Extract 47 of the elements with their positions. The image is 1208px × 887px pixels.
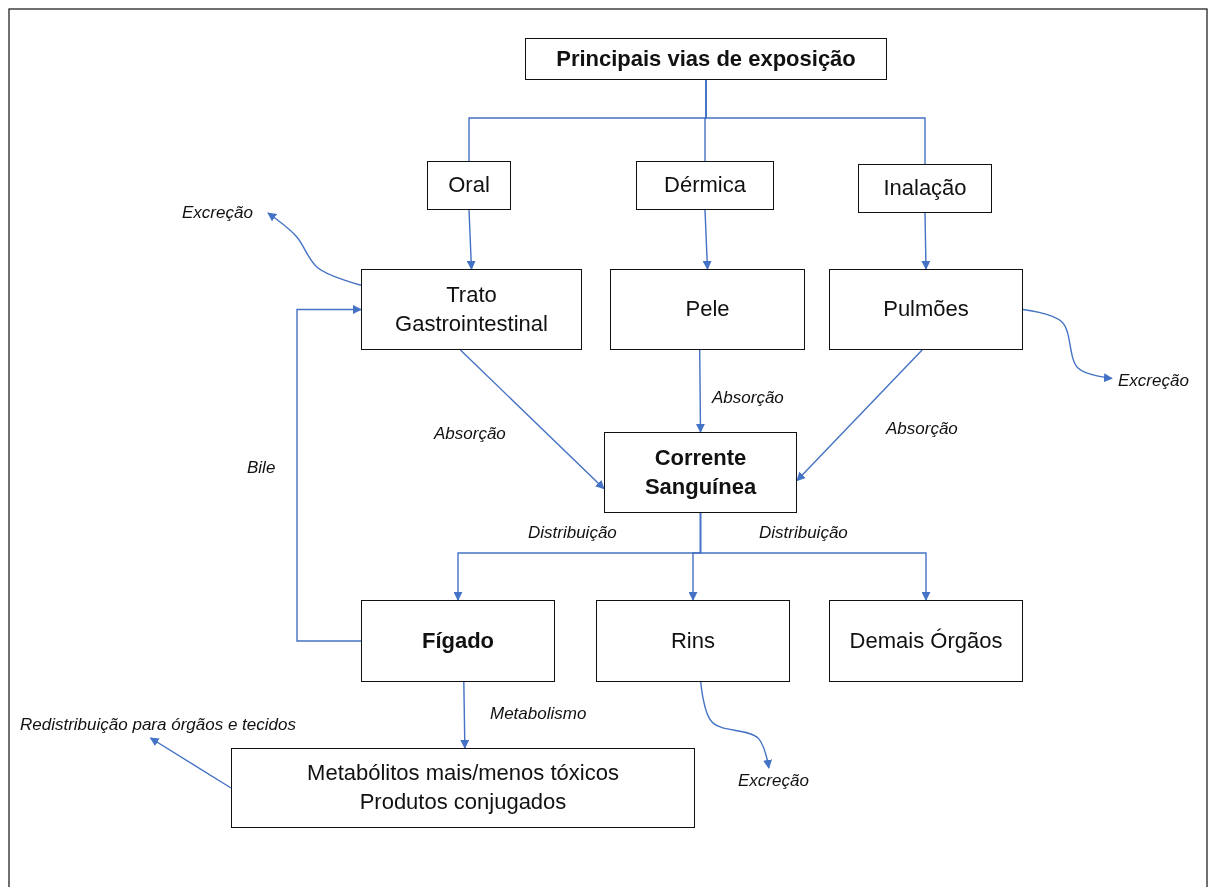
annotation-text: Excreção <box>737 771 810 791</box>
arrow <box>1022 308 1113 383</box>
process-box <box>604 432 797 513</box>
arrow <box>466 209 476 270</box>
arrow <box>296 305 362 642</box>
annotation-text: Excreção <box>1117 371 1190 391</box>
arrow <box>702 209 712 270</box>
arrow <box>921 212 931 270</box>
arrow <box>695 349 705 433</box>
box-text: Principais vias de exposição <box>555 44 857 73</box>
process-box <box>231 748 695 828</box>
process-box <box>829 269 1023 350</box>
arrow <box>459 349 605 490</box>
box-text: Trato Gastrointestinal <box>394 280 549 338</box>
box-text: Pulmões <box>882 295 970 324</box>
box-text: Demais Órgãos <box>848 626 1004 655</box>
process-box <box>525 38 887 80</box>
edge-label: Distribuição <box>526 523 619 543</box>
process-box <box>858 164 992 213</box>
arrow <box>267 212 362 286</box>
edge-label: Distribuição <box>757 523 850 543</box>
box-text: Rins <box>670 626 716 655</box>
arrow <box>700 681 772 769</box>
arrow <box>699 512 931 601</box>
process-box <box>361 269 582 350</box>
box-text: Dérmica <box>663 171 747 200</box>
process-box <box>427 161 511 210</box>
process-box <box>610 269 805 350</box>
box-text: Produtos conjugados <box>358 788 568 816</box>
arrow <box>149 737 232 789</box>
process-box <box>636 161 774 210</box>
process-box <box>596 600 790 682</box>
box-text: Metabólitos mais/menos tóxicos <box>306 759 620 788</box>
process-box <box>361 600 555 682</box>
box-text: Oral <box>447 171 491 200</box>
arrow <box>796 349 923 482</box>
annotation-text: Redistribuição para órgãos e tecidos <box>19 715 297 735</box>
edge-label: Absorção <box>884 419 960 439</box>
annotation-text: Excreção <box>181 203 254 223</box>
edge-label: Absorção <box>432 424 508 444</box>
box-text: Pele <box>684 295 731 324</box>
process-box <box>829 600 1023 682</box>
arrow <box>460 681 470 749</box>
box-text: Inalação <box>882 174 968 203</box>
box-text: Fígado <box>420 626 496 655</box>
box-text: Corrente Sanguínea <box>643 443 758 501</box>
edge-label: Absorção <box>710 388 786 408</box>
